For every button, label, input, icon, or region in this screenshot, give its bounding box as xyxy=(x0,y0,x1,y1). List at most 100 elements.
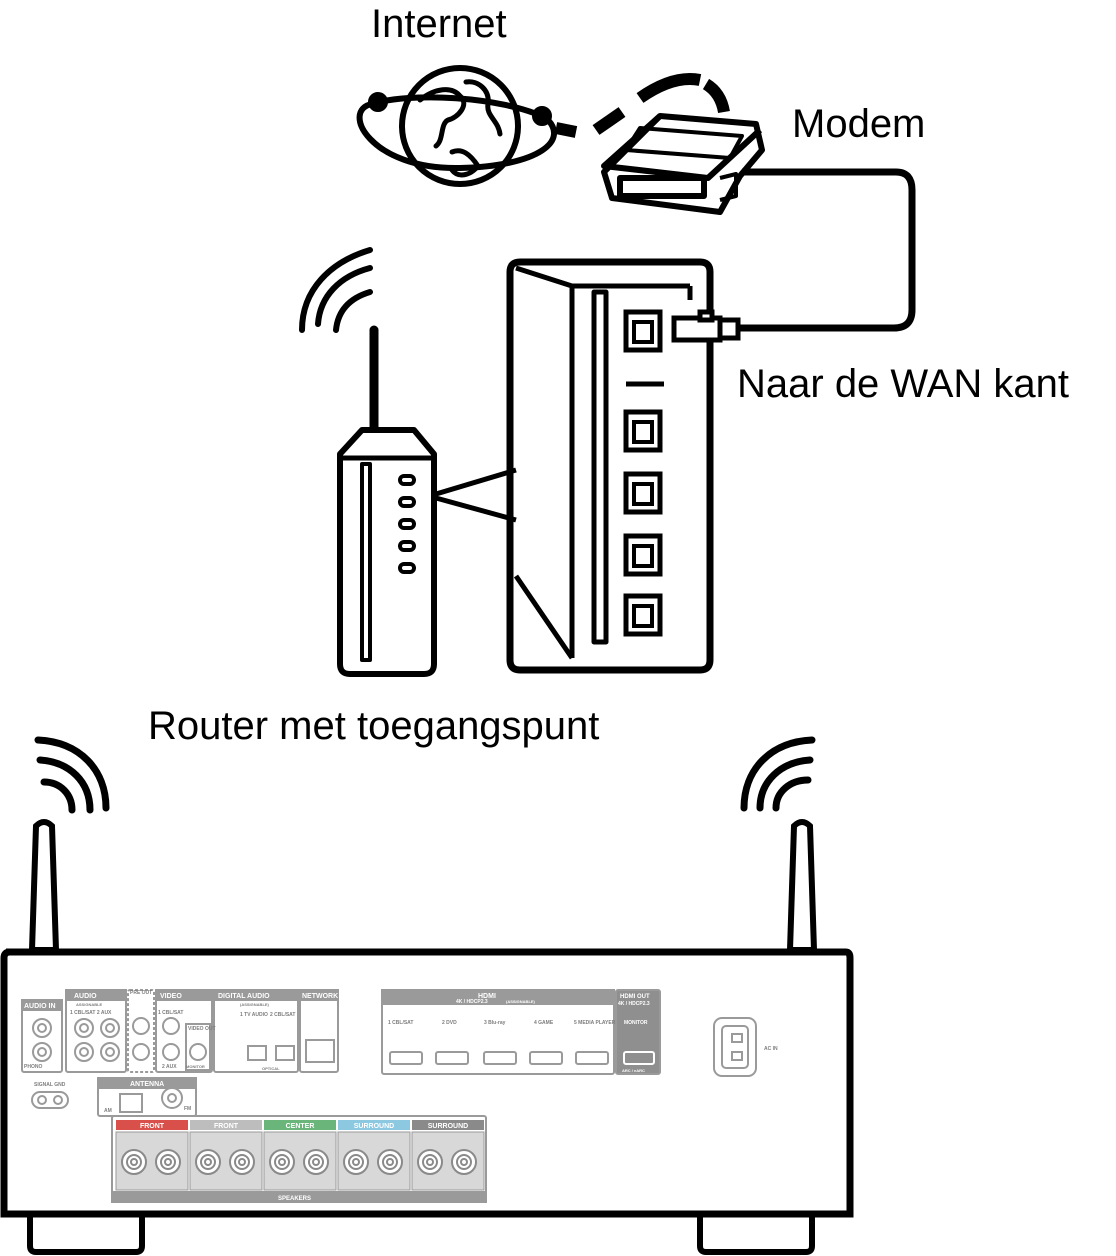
panel-monitor-small-label: MONITOR xyxy=(186,1064,205,1069)
ethernet-ports xyxy=(623,309,663,637)
panel-video-port1-label: 1 CBL/SAT xyxy=(158,1010,183,1016)
speaker-terminal-group: FRONT xyxy=(115,1120,189,1191)
panel-ac-in-label: AC IN xyxy=(764,1046,778,1052)
panel-pre-out-label: PRE OUT xyxy=(130,990,152,996)
lan-port-icon xyxy=(623,533,663,577)
rear-panel-labels: AUDIO IN PHONO AUDIO ASSIGNABLE 1 CBL/SA… xyxy=(24,990,778,1202)
panel-video-out-label: VIDEO OUT xyxy=(188,1026,216,1032)
speaker-group-label: FRONT xyxy=(140,1123,165,1130)
speaker-group-color-bar xyxy=(338,1120,410,1130)
speaker-binding-post xyxy=(303,1149,329,1175)
internet-label: Internet xyxy=(371,2,507,46)
speaker-binding-post xyxy=(312,1158,320,1166)
speaker-binding-post xyxy=(274,1154,290,1170)
panel-digital-audio-label: DIGITAL AUDIO xyxy=(218,993,270,1000)
speaker-binding-post xyxy=(451,1149,477,1175)
speaker-terminal-group: SURROUND xyxy=(337,1120,411,1191)
speaker-group-color-bar xyxy=(264,1120,336,1130)
panel-signal-gnd-label: SIGNAL GND xyxy=(34,1082,66,1088)
zoom-callout xyxy=(435,467,517,523)
speaker-binding-post xyxy=(195,1149,221,1175)
panel-speakers-label: SPEAKERS xyxy=(278,1196,311,1202)
rear-panel-connectors xyxy=(21,989,757,1203)
panel-hdmi-input-label: 4 GAME xyxy=(534,1020,554,1026)
speaker-binding-post xyxy=(204,1158,212,1166)
speaker-terminals: FRONT FRONT CENTER SURROUND SURROUND xyxy=(115,1120,485,1191)
speaker-group-label: CENTER xyxy=(286,1123,315,1130)
router-wifi-icon xyxy=(299,247,373,333)
speaker-binding-post xyxy=(126,1154,142,1170)
panel-audio-in-label: AUDIO IN xyxy=(24,1003,56,1010)
speaker-binding-post xyxy=(426,1158,434,1166)
panel-hdmi-input-label: 5 MEDIA PLAYER xyxy=(574,1020,616,1026)
speaker-binding-post xyxy=(200,1154,216,1170)
panel-hdmi-out-label: HDMI OUT xyxy=(620,994,650,1000)
wan-port-icon xyxy=(623,309,663,353)
panel-hdmi-assignable-label: (ASSIGNABLE) xyxy=(506,999,536,1004)
wan-cable xyxy=(736,168,916,332)
speaker-group-color-bar xyxy=(116,1120,188,1130)
speaker-binding-post xyxy=(308,1154,324,1170)
speaker-binding-post xyxy=(269,1149,295,1175)
panel-network-label: NETWORK xyxy=(302,993,338,1000)
panel-fm-label: FM xyxy=(184,1106,191,1112)
ethernet-plug-icon xyxy=(671,309,741,343)
panel-optical-2-label: 2 CBL/SAT xyxy=(270,1012,295,1018)
panel-video-port2-label: 2 AUX xyxy=(162,1064,177,1070)
panel-monitor-label: MONITOR xyxy=(624,1020,648,1026)
speaker-binding-post xyxy=(278,1158,286,1166)
panel-antenna-label: ANTENNA xyxy=(130,1081,164,1088)
speaker-binding-post xyxy=(130,1158,138,1166)
internet-modem-link xyxy=(554,73,730,138)
panel-hdmi-input-label: 3 Blu-ray xyxy=(484,1020,506,1026)
speaker-binding-post xyxy=(229,1149,255,1175)
speaker-binding-post xyxy=(238,1158,246,1166)
speaker-binding-post xyxy=(121,1149,147,1175)
panel-hdmi-label: HDMI xyxy=(478,993,496,1000)
speaker-binding-post xyxy=(422,1154,438,1170)
panel-hdmi-input-label: 2 DVD xyxy=(442,1020,457,1026)
panel-audio-label: AUDIO xyxy=(74,993,97,1000)
speaker-binding-post xyxy=(155,1149,181,1175)
lan-port-icon xyxy=(623,593,663,637)
modem-icon xyxy=(601,113,765,215)
speaker-group-color-bar xyxy=(190,1120,262,1130)
speaker-group-color-bar xyxy=(412,1120,484,1130)
speaker-binding-post xyxy=(343,1149,369,1175)
speaker-group-label: SURROUND xyxy=(428,1123,468,1130)
speaker-binding-post xyxy=(234,1154,250,1170)
panel-audio-ports-label: 1 CBL/SAT 2 AUX xyxy=(70,1010,112,1016)
panel-hdmi-out-spec-label: 4K / HDCP2.3 xyxy=(618,1001,650,1007)
panel-optical-label: OPTICAL xyxy=(262,1066,280,1071)
panel-phono-label: PHONO xyxy=(24,1064,42,1070)
speaker-binding-post xyxy=(382,1154,398,1170)
router-icon xyxy=(337,325,437,677)
panel-hdmi-spec-label: 4K / HDCP2.3 xyxy=(456,999,488,1005)
panel-hdmi-input-label: 1 CBL/SAT xyxy=(388,1020,413,1026)
speaker-binding-post xyxy=(160,1154,176,1170)
panel-am-label: AM xyxy=(104,1108,112,1114)
speaker-binding-post xyxy=(164,1158,172,1166)
lan-port-icon xyxy=(623,409,663,453)
speaker-binding-post xyxy=(460,1158,468,1166)
panel-digital-assignable-label: (ASSIGNABLE) xyxy=(240,1002,270,1007)
speaker-binding-post xyxy=(352,1158,360,1166)
speaker-terminal-group: FRONT xyxy=(189,1120,263,1191)
router-label: Router met toegangspunt xyxy=(148,704,600,748)
modem-label: Modem xyxy=(792,102,926,146)
speaker-binding-post xyxy=(348,1154,364,1170)
speaker-binding-post xyxy=(386,1158,394,1166)
receiver-wifi-right-icon xyxy=(740,736,816,812)
internet-globe-icon xyxy=(356,65,558,187)
speaker-terminal-group: SURROUND xyxy=(411,1120,485,1191)
speaker-binding-post xyxy=(417,1149,443,1175)
speaker-binding-post xyxy=(456,1154,472,1170)
lan-port-icon xyxy=(623,471,663,515)
speaker-group-label: SURROUND xyxy=(354,1123,394,1130)
panel-audio-assignable-label: ASSIGNABLE xyxy=(76,1002,103,1007)
speaker-group-label: FRONT xyxy=(214,1123,239,1130)
wan-side-label: Naar de WAN kant xyxy=(737,362,1069,406)
panel-arc-label: ARC / eARC xyxy=(622,1068,645,1073)
